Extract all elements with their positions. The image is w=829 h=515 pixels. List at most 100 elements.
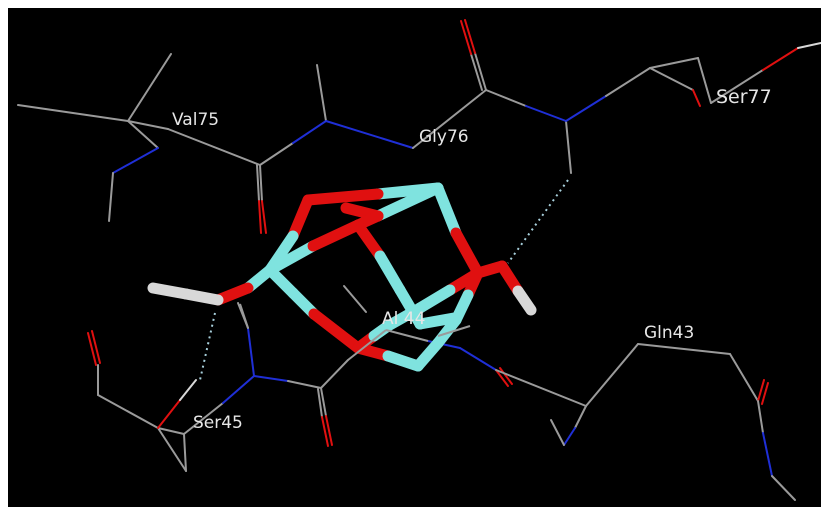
bond bbox=[347, 329, 387, 361]
bond bbox=[127, 53, 172, 122]
bond bbox=[460, 20, 472, 55]
stick-bond bbox=[287, 194, 314, 242]
bond bbox=[179, 379, 197, 401]
bond bbox=[470, 53, 483, 91]
residue-label-ala44: Al 44 bbox=[382, 309, 426, 329]
bond bbox=[550, 419, 565, 446]
hydrogen-bond bbox=[507, 179, 569, 264]
bond bbox=[637, 343, 731, 355]
stick-bond bbox=[352, 219, 386, 262]
bond bbox=[649, 67, 694, 91]
bond bbox=[412, 89, 487, 149]
bond bbox=[325, 415, 333, 446]
structure-canvas bbox=[17, 19, 821, 501]
bond bbox=[525, 105, 567, 122]
stick-bond bbox=[394, 284, 426, 330]
bond bbox=[385, 329, 429, 342]
bond bbox=[320, 387, 327, 417]
bond bbox=[167, 128, 261, 166]
bond bbox=[17, 104, 129, 122]
bond bbox=[127, 120, 159, 149]
hydrogen-bond bbox=[199, 312, 216, 381]
bond bbox=[183, 433, 187, 472]
bond bbox=[325, 120, 414, 149]
residue-label-gly76: Gly76 bbox=[419, 127, 469, 147]
bond bbox=[797, 42, 821, 49]
bond bbox=[485, 89, 527, 107]
bond bbox=[259, 164, 263, 202]
bond bbox=[256, 164, 260, 202]
stick-bond bbox=[512, 285, 537, 316]
bond bbox=[157, 399, 181, 429]
bond bbox=[563, 427, 576, 446]
bond bbox=[239, 303, 249, 329]
stick-bond bbox=[308, 308, 364, 354]
bond bbox=[247, 327, 255, 377]
bond bbox=[585, 343, 639, 407]
bond bbox=[437, 325, 471, 337]
bond bbox=[222, 375, 255, 404]
stick-bond bbox=[302, 188, 384, 206]
bond bbox=[574, 405, 587, 429]
bond bbox=[729, 353, 759, 402]
stick-bond bbox=[414, 284, 456, 314]
bond bbox=[710, 69, 764, 104]
bond bbox=[605, 67, 651, 97]
bond bbox=[649, 57, 699, 69]
bond bbox=[287, 380, 322, 389]
aluminium-oxo-cluster bbox=[147, 182, 537, 372]
stick-bond bbox=[450, 227, 484, 279]
bond bbox=[771, 475, 796, 501]
bond bbox=[320, 359, 349, 389]
stick-bond bbox=[432, 182, 462, 239]
bond bbox=[292, 120, 327, 144]
bond bbox=[474, 52, 487, 91]
bond bbox=[108, 172, 114, 222]
bond bbox=[261, 200, 267, 234]
molecular-viewer[interactable]: Val75 Gly76 Ser77 Al 44 Gln43 Ser45 bbox=[8, 8, 821, 507]
bond bbox=[317, 388, 323, 418]
bond bbox=[258, 200, 262, 234]
bond bbox=[464, 19, 476, 54]
hydrogen-bonds bbox=[199, 179, 569, 381]
bond bbox=[91, 330, 101, 364]
bond bbox=[499, 367, 513, 385]
residue-label-val75: Val75 bbox=[172, 110, 220, 130]
stick-bond bbox=[382, 302, 426, 332]
bond bbox=[757, 379, 765, 402]
bond bbox=[259, 142, 294, 166]
stick-bond bbox=[147, 282, 192, 300]
stick-bond bbox=[264, 240, 319, 276]
bond bbox=[761, 382, 769, 405]
bond bbox=[157, 427, 185, 435]
bond bbox=[762, 432, 773, 477]
bond bbox=[112, 147, 159, 174]
stick-bond bbox=[374, 250, 406, 296]
overlay-wireframe bbox=[239, 303, 471, 361]
stick-bond bbox=[368, 320, 394, 342]
bond bbox=[495, 369, 587, 407]
stick-bond bbox=[307, 219, 364, 252]
stick-bond bbox=[414, 312, 460, 330]
stick-bond bbox=[372, 182, 444, 200]
bond bbox=[97, 394, 159, 429]
bond bbox=[253, 375, 289, 382]
bond bbox=[757, 400, 764, 434]
bond bbox=[157, 427, 187, 472]
bond bbox=[127, 120, 169, 130]
bond bbox=[565, 95, 607, 122]
bond bbox=[87, 332, 97, 366]
residue-wireframe bbox=[17, 19, 821, 501]
bond bbox=[762, 47, 799, 71]
residue-label-gln43: Gln43 bbox=[644, 323, 695, 343]
residue-label-ser77: Ser77 bbox=[716, 86, 772, 108]
bond bbox=[697, 57, 712, 104]
residue-label-ser45: Ser45 bbox=[193, 413, 243, 433]
bond bbox=[495, 369, 509, 387]
bond bbox=[321, 416, 329, 447]
bond bbox=[692, 89, 701, 107]
stick-bond bbox=[382, 350, 424, 372]
bond bbox=[343, 285, 367, 313]
bond bbox=[316, 64, 327, 122]
bond bbox=[459, 347, 497, 371]
